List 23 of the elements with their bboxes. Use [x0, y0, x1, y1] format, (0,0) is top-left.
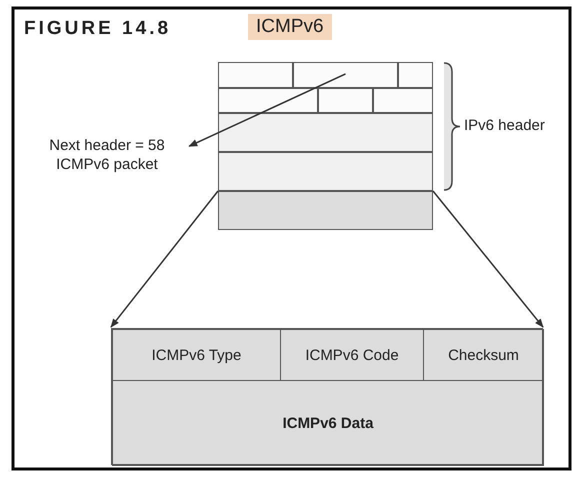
field-box — [218, 62, 293, 88]
field-label: ICMPv6 Data — [282, 414, 374, 432]
field-box — [111, 328, 543, 465]
header-field — [423, 329, 544, 381]
field-box — [293, 62, 398, 88]
header-field — [112, 329, 281, 381]
field-label: Checksum — [448, 346, 519, 364]
field-box — [218, 113, 433, 152]
header-field — [112, 380, 544, 466]
field-box — [218, 191, 433, 230]
annotation-text: Next header = 58 ICMPv6 packet — [28, 137, 186, 183]
field-box — [398, 62, 433, 88]
field-label: ICMPv6 Code — [305, 346, 399, 364]
field-box — [218, 152, 433, 191]
arrow — [110, 190, 219, 328]
figure-subtitle: ICMPv6 — [248, 14, 332, 40]
field-box — [373, 88, 433, 113]
field-label: ICMPv6 Type — [152, 346, 242, 364]
brace-label: IPv6 header — [464, 116, 545, 136]
field-box — [318, 88, 373, 113]
field-box — [218, 88, 318, 113]
leader-line — [188, 73, 346, 147]
figure-title: FIGURE 14.8 — [24, 18, 172, 40]
